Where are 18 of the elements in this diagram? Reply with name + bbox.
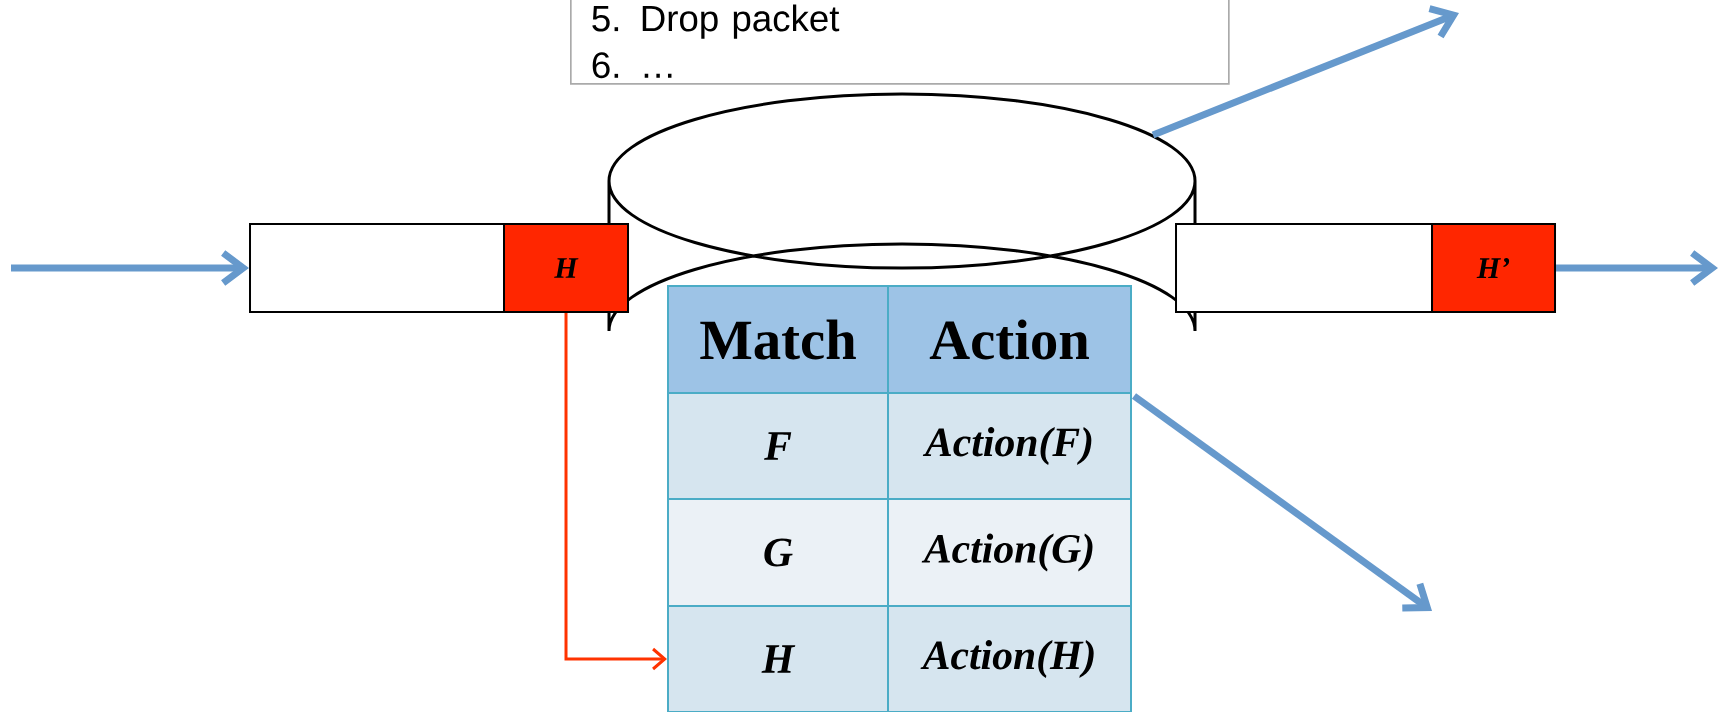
packet-body xyxy=(1175,223,1433,313)
packet-header: H’ xyxy=(1431,223,1556,313)
arrow xyxy=(1131,393,1433,612)
node-label: H xyxy=(761,645,796,673)
text-box: 5. Drop packet 6. … xyxy=(570,0,1230,85)
node-label: Action(H) xyxy=(920,640,1094,678)
arrow xyxy=(564,313,667,671)
table-cell: Action(G) xyxy=(887,498,1132,607)
packet-header: H xyxy=(503,223,629,313)
table-header-cell: Match xyxy=(667,285,889,394)
table-cell: F xyxy=(667,392,889,500)
table-header-cell: Action xyxy=(887,285,1132,394)
table-cell: H xyxy=(667,605,889,712)
arrow xyxy=(1151,5,1460,139)
table-cell: G xyxy=(667,498,889,607)
table-cell: Action(H) xyxy=(887,605,1132,712)
packet-body xyxy=(249,223,505,313)
table-cell: Action(F) xyxy=(887,392,1132,500)
